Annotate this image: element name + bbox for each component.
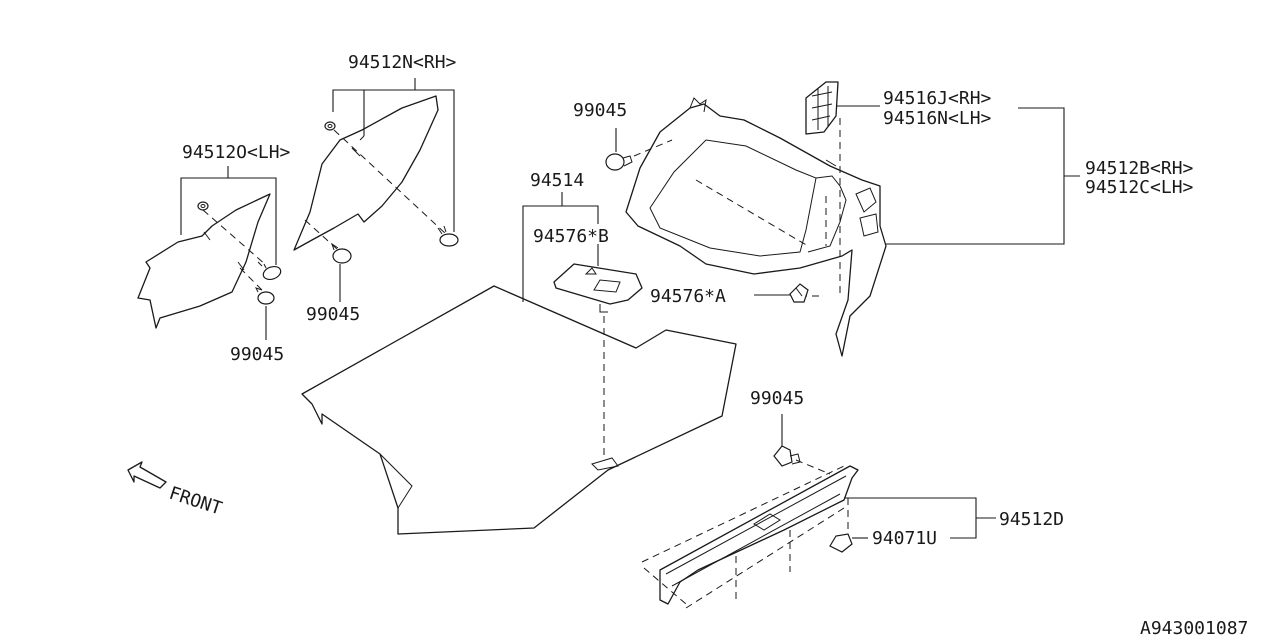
label-99045-rh-trim: 99045: [306, 304, 360, 325]
front-label: FRONT: [166, 483, 224, 520]
label-94512d: 94512D: [999, 509, 1064, 530]
clip-99045-lh-lower-icon: [255, 287, 275, 305]
clip-94576a-icon: [789, 283, 809, 303]
front-direction-arrow-icon: [127, 461, 167, 489]
clip-99045-lh-upper-icon: [257, 261, 282, 281]
clip-99045-rh-left-icon: [331, 242, 352, 264]
label-94576b: 94576*B: [533, 226, 609, 247]
grommet-rh-icon: [324, 121, 336, 131]
label-94576a: 94576*A: [650, 286, 726, 307]
clip-99045-sill-icon: [773, 445, 801, 467]
rear-sill-trim-part: [641, 465, 859, 609]
bracket-94516-part: [805, 81, 839, 135]
trunk-floor-mat-part: [301, 285, 737, 535]
clip-94071u-icon: [829, 533, 853, 553]
label-94512b: 94512B<RH>: [1085, 158, 1194, 179]
clip-99045-rh-right-icon: [437, 225, 459, 247]
label-99045-side-panel: 99045: [573, 100, 627, 121]
clip-99045-side-panel-icon: [605, 153, 633, 171]
trunk-side-panel-part: [625, 97, 887, 357]
diagram-id: A943001087: [1140, 618, 1248, 639]
side-trim-lh-part: [137, 193, 271, 329]
grommet-lh-icon: [197, 201, 209, 211]
label-94512o: 94512O<LH>: [182, 142, 291, 163]
mat-hook-icon: [591, 457, 619, 471]
side-trim-rh-part: [293, 95, 447, 251]
label-94071u: 94071U: [872, 528, 937, 549]
label-99045-lh-trim: 99045: [230, 344, 284, 365]
label-99045-sill: 99045: [750, 388, 804, 409]
label-94512n: 94512N<RH>: [348, 52, 457, 73]
label-94516n: 94516N<LH>: [883, 108, 992, 129]
label-94514: 94514: [530, 170, 584, 191]
label-94516j: 94516J<RH>: [883, 88, 992, 109]
bracket-94576b-part: [553, 263, 643, 313]
label-94512c: 94512C<LH>: [1085, 177, 1194, 198]
